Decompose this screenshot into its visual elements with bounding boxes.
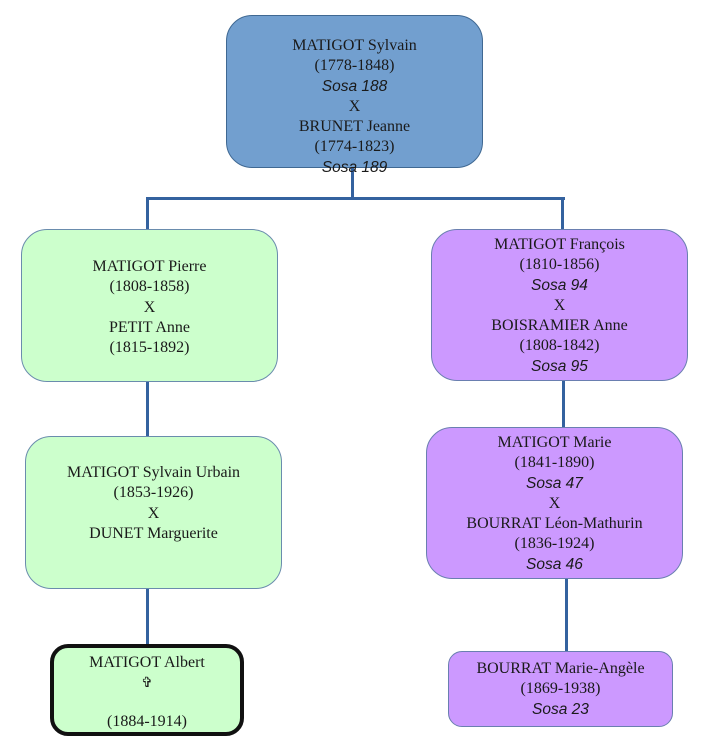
death-cross-icon: ✞ — [141, 675, 153, 692]
person-name: MATIGOT François — [494, 236, 625, 253]
spouse-name: PETIT Anne — [108, 318, 191, 336]
spouse-name: BOURRAT Léon-Mathurin — [466, 515, 643, 533]
life-dates: (1810-1856) — [519, 256, 600, 274]
sosa-number: Sosa 23 — [532, 700, 589, 718]
person-name: MATIGOT Pierre — [92, 258, 207, 275]
life-dates: (1853-1926) — [113, 484, 194, 502]
spouse-sosa-number: Sosa 189 — [321, 158, 388, 176]
connector-sylvain-urbain-to-albert — [146, 589, 149, 645]
connector-right-down — [561, 197, 564, 230]
marriage-cross: X — [348, 97, 361, 115]
spouse-sosa-number: Sosa 95 — [531, 357, 588, 375]
person-name: MATIGOT Sylvain — [292, 37, 417, 54]
sosa-number: Sosa 47 — [526, 474, 583, 492]
person-box-bourrat-marie-angele: BOURRAT Marie-Angèle (1869-1938) Sosa 23 — [448, 651, 673, 727]
connector-horizontal — [146, 197, 565, 200]
connector-pierre-to-sylvain-urbain — [146, 382, 149, 437]
sosa-number: Sosa 188 — [321, 77, 388, 95]
connector-marie-to-marie-angele — [565, 579, 568, 652]
life-dates: (1869-1938) — [520, 680, 601, 698]
person-name: MATIGOT Marie — [497, 434, 612, 451]
spouse-life-dates: (1774-1823) — [314, 138, 395, 156]
couple-box-matigot-sylvain-brunet-jeanne: MATIGOT Sylvain (1778-1848) Sosa 188 X B… — [226, 15, 483, 176]
spouse-life-dates: (1836-1924) — [514, 535, 595, 553]
person-name: MATIGOT Sylvain Urbain — [66, 464, 241, 481]
connector-left-down — [146, 197, 149, 230]
marriage-cross: X — [553, 296, 566, 314]
couple-box-matigot-sylvain-urbain-dunet-marguerite: MATIGOT Sylvain Urbain (1853-1926) X DUN… — [25, 436, 282, 589]
couple-box-matigot-francois-boisramier-anne: MATIGOT François (1810-1856) Sosa 94 X B… — [431, 229, 688, 381]
marriage-cross: X — [147, 504, 160, 522]
life-dates: (1778-1848) — [314, 57, 395, 75]
spouse-life-dates: (1808-1842) — [519, 337, 600, 355]
person-name: MATIGOT Albert — [89, 654, 205, 671]
spouse-name: BOISRAMIER Anne — [491, 317, 628, 335]
spouse-name: BRUNET Jeanne — [298, 118, 411, 136]
marriage-cross: X — [548, 494, 561, 512]
life-dates: (1884-1914) — [107, 712, 187, 730]
connector-francois-to-marie — [562, 381, 565, 428]
couple-box-matigot-marie-bourrat-leon-mathurin: MATIGOT Marie (1841-1890) Sosa 47 X BOUR… — [426, 427, 683, 579]
marriage-cross: X — [143, 298, 156, 316]
connector-root-down — [351, 168, 354, 199]
spouse-sosa-number: Sosa 46 — [526, 555, 583, 573]
couple-box-matigot-pierre-petit-anne: MATIGOT Pierre (1808-1858) X PETIT Anne … — [21, 229, 278, 382]
life-dates: (1841-1890) — [514, 454, 595, 472]
person-name: BOURRAT Marie-Angèle — [476, 660, 645, 677]
sosa-number: Sosa 94 — [531, 276, 588, 294]
spouse-life-dates: (1815-1892) — [109, 339, 190, 357]
life-dates: (1808-1858) — [109, 278, 190, 296]
person-box-matigot-albert: MATIGOT Albert ✞ (1884-1914) — [50, 644, 244, 736]
spouse-name: DUNET Marguerite — [89, 524, 218, 542]
